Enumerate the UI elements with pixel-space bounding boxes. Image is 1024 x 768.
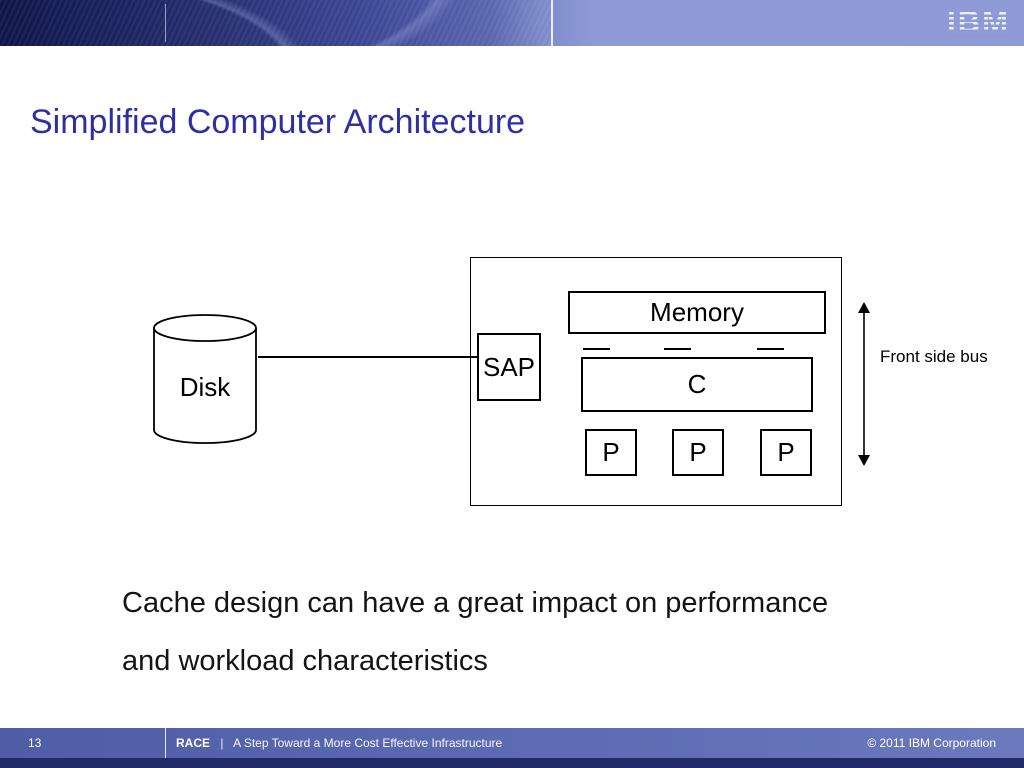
footer-brand: RACE xyxy=(176,736,211,750)
page-title: Simplified Computer Architecture xyxy=(30,103,526,141)
memory-cache-connector xyxy=(583,348,610,350)
disk-label: Disk xyxy=(179,372,231,402)
page-number: 13 xyxy=(28,736,42,750)
front-side-bus-label: Front side bus xyxy=(880,347,988,366)
header-bar: IBM xyxy=(0,0,1024,46)
footer-text: RACE | A Step Toward a More Cost Effecti… xyxy=(176,728,502,758)
cache-box: C xyxy=(581,357,813,412)
processor-box: P xyxy=(585,429,637,476)
footer-divider-line xyxy=(165,728,166,758)
memory-cache-connector xyxy=(664,348,691,350)
header-pattern-edge-line xyxy=(551,0,553,46)
processor-box: P xyxy=(760,429,812,476)
memory-cache-connector xyxy=(757,348,784,350)
processor-box: P xyxy=(672,429,724,476)
ibm-logo-icon: IBM xyxy=(947,4,1010,39)
body-text-line-2: and workload characteristics xyxy=(122,645,488,677)
disk-cylinder-icon xyxy=(153,314,257,444)
system-box xyxy=(470,257,842,506)
sap-box: SAP xyxy=(477,333,541,401)
front-side-bus-arrow-icon xyxy=(858,302,870,466)
memory-label: Memory xyxy=(650,297,744,327)
sap-label: SAP xyxy=(482,351,536,382)
processor-label: P xyxy=(602,437,620,467)
footer-separator: | xyxy=(220,736,224,750)
header-divider-line xyxy=(165,4,166,42)
footer-subtitle: A Step Toward a More Cost Effective Infr… xyxy=(233,736,503,750)
footer-bar: 13 RACE | A Step Toward a More Cost Effe… xyxy=(0,728,1024,758)
disk-connector-line xyxy=(258,356,478,358)
footer-bottom-strip xyxy=(0,758,1024,768)
footer-copyright: © 2011 IBM Corporation xyxy=(867,736,996,750)
cache-label: C xyxy=(687,369,707,399)
processor-label: P xyxy=(689,437,707,467)
memory-box: Memory xyxy=(568,291,826,334)
body-text-line-1: Cache design can have a great impact on … xyxy=(122,587,829,619)
processor-label: P xyxy=(777,437,795,467)
